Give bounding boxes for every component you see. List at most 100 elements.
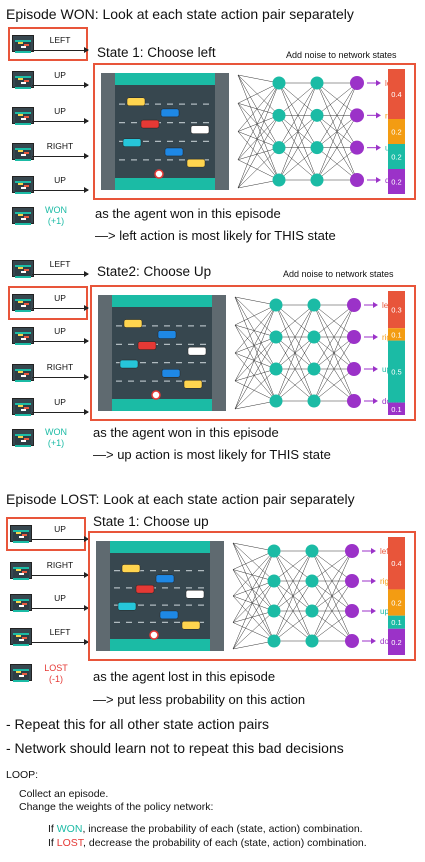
connection (313, 304, 355, 370)
probability-value: 0.2 (391, 128, 401, 137)
lane-marking (119, 103, 125, 105)
connection (311, 550, 353, 612)
loop-if-lost-prefix: If (48, 837, 57, 849)
lane-marking (138, 621, 144, 623)
explanation-line-2: —> up action is most likely for THIS sta… (93, 447, 331, 462)
car (157, 330, 177, 339)
probability-segment (388, 144, 405, 169)
car (186, 158, 206, 168)
network-panel: leftrightupdown0.40.20.10.2 (88, 531, 416, 661)
lane-marking (152, 380, 158, 382)
output-neuron (347, 394, 361, 408)
connection (237, 115, 280, 160)
outcome-label: WON (45, 205, 67, 215)
connection (278, 82, 318, 181)
hidden-neuron (307, 298, 321, 312)
car (126, 97, 146, 106)
hidden-neuron (272, 141, 286, 155)
connection (232, 610, 275, 623)
lane-marking (176, 362, 182, 364)
action-label: UP (54, 593, 66, 603)
lane-marking (162, 570, 168, 572)
hidden-neuron (272, 173, 286, 187)
car (187, 346, 207, 356)
lane-marking (116, 325, 122, 327)
state-thumbnail (12, 71, 34, 89)
lane-marking (126, 621, 132, 623)
connection (273, 610, 313, 642)
connection (237, 131, 280, 181)
probability-value: 0.4 (391, 90, 401, 99)
hidden-neuron (305, 574, 319, 588)
connection (232, 622, 275, 642)
car (161, 368, 181, 378)
car (122, 138, 142, 147)
explanation-line-1: as the agent lost in this episode (93, 669, 276, 684)
connection (234, 380, 277, 402)
lane-marking (179, 122, 185, 124)
connection (237, 179, 280, 189)
lane-marking (150, 621, 156, 623)
lane-marking (119, 122, 125, 124)
output-arrowhead (373, 334, 378, 340)
action-arrow (32, 82, 89, 88)
output-neuron (350, 76, 364, 90)
lane-marking (119, 159, 125, 161)
connection (232, 580, 275, 597)
connection (237, 74, 280, 84)
connection (232, 569, 275, 642)
connection (234, 352, 277, 402)
car (190, 125, 210, 134)
output-neuron (350, 173, 364, 187)
road-barrier (96, 541, 110, 651)
lane-marking (119, 140, 125, 142)
connection (234, 304, 277, 382)
connection (316, 115, 358, 181)
connection (232, 550, 275, 597)
connection (237, 103, 280, 181)
lane-marking (203, 122, 209, 124)
connection (311, 550, 353, 642)
explanation-line-2: —> put less probability on this action (93, 692, 306, 707)
output-neuron (345, 634, 359, 648)
road-barrier (215, 73, 229, 190)
hidden-neuron (310, 141, 324, 155)
hidden-neuron (272, 76, 286, 90)
action-label: UP (54, 397, 66, 407)
probability-segment (388, 291, 405, 329)
hidden-neuron (272, 108, 286, 122)
lane-marking (150, 570, 156, 572)
car (119, 359, 139, 369)
output-arrowhead (373, 302, 378, 308)
loop-step-change: Change the weights of the policy network… (19, 801, 214, 813)
connection (316, 82, 358, 148)
lane-marking (200, 362, 206, 364)
lane-marking (198, 570, 204, 572)
lane-marking (188, 343, 194, 345)
connection (278, 82, 318, 148)
output-arrowhead (376, 144, 381, 151)
output-label: up (382, 365, 391, 374)
lane-marking (164, 325, 170, 327)
connection (232, 542, 275, 552)
agent-chicken (151, 390, 161, 400)
state-thumbnail (12, 294, 34, 312)
action-arrow (32, 605, 89, 611)
state-thumbnail (12, 35, 34, 53)
lane-marking (174, 621, 180, 623)
action-label: RIGHT (46, 362, 74, 372)
policy-network-diagram: leftrightupdown0.30.10.50.1 (98, 291, 405, 415)
lane-marking (152, 325, 158, 327)
lane-marking (164, 343, 170, 345)
hidden-neuron (267, 604, 281, 618)
lane-marking (116, 343, 122, 345)
state-thumbnail (12, 107, 34, 125)
lane-marking (155, 103, 161, 105)
connection (234, 296, 277, 306)
lane-marking (114, 604, 120, 606)
game-state-image (96, 541, 224, 651)
explanation-line-1: as the agent won in this episode (95, 206, 281, 221)
connection (232, 542, 275, 642)
car (159, 610, 179, 620)
connection (234, 304, 277, 326)
